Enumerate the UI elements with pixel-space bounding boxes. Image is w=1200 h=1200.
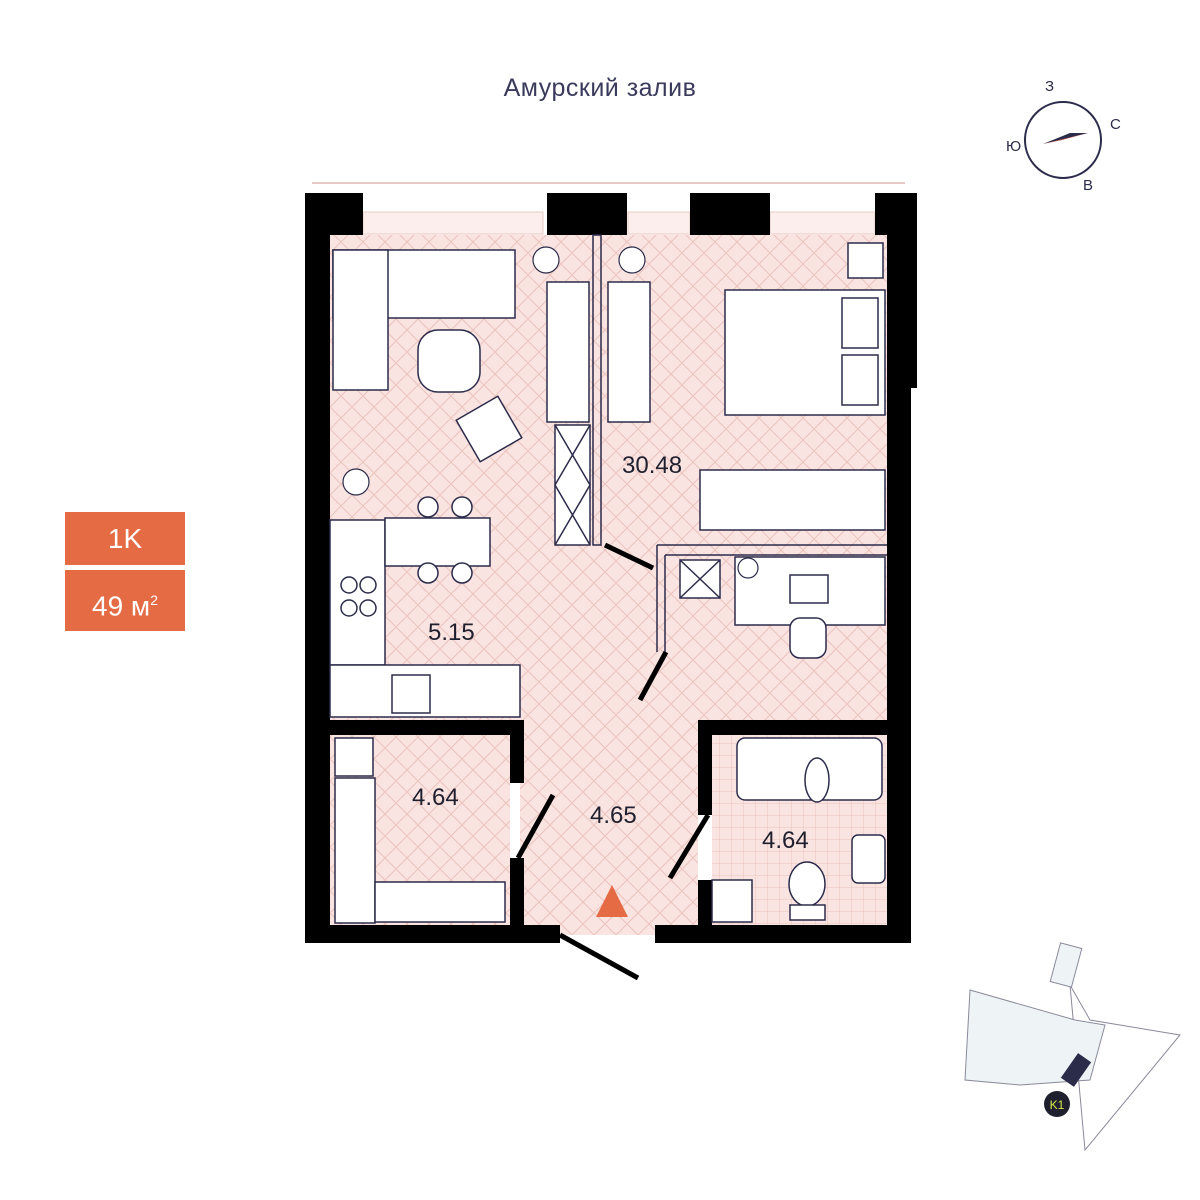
- room-area-bathroom: 4.64: [762, 827, 809, 854]
- kitchen-counter-icon: [329, 519, 386, 666]
- compass-top-letter: З: [1045, 78, 1055, 95]
- doors: [515, 542, 711, 981]
- partitions: [592, 234, 887, 652]
- office-chair-icon: [789, 617, 827, 659]
- compass-left-letter: Ю: [1006, 138, 1022, 155]
- washbasin-icon: [851, 834, 886, 884]
- sea-view-title: Амурский залив: [503, 74, 697, 102]
- compass-bottom-letter: В: [1083, 177, 1094, 194]
- dining-table-icon: [384, 517, 491, 567]
- sink-icon: [391, 674, 431, 714]
- room-area-living: 30.48: [622, 452, 682, 479]
- compass-right-letter: С: [1110, 116, 1121, 133]
- balcony: [312, 182, 905, 235]
- wardrobe-icon: [546, 281, 590, 423]
- entrance-marker-icon: [596, 885, 628, 917]
- area-unit-exponent: 2: [150, 592, 158, 608]
- building-k1-badge: [1044, 1091, 1070, 1117]
- washing-machine-icon: [711, 879, 753, 923]
- room-area-wardrobe: 4.64: [412, 784, 459, 811]
- apartment-area-badge: 49 м2: [65, 570, 185, 631]
- armchair-icon: [455, 395, 523, 463]
- area-value: 49 м: [92, 590, 151, 622]
- coffee-table-icon: [417, 329, 481, 393]
- plant-icons: [342, 246, 759, 579]
- building-k1-marker: [1060, 1053, 1092, 1087]
- dresser-icon: [699, 469, 886, 531]
- room-area-kitchen: 5.15: [428, 619, 475, 646]
- room-area-hallway: 4.65: [590, 802, 637, 829]
- apartment-type-badge: 1K: [65, 512, 185, 565]
- desk-icon: [734, 556, 886, 626]
- furniture: [329, 242, 886, 924]
- building-k1-label: K1: [1050, 1098, 1065, 1112]
- walls: [305, 193, 917, 943]
